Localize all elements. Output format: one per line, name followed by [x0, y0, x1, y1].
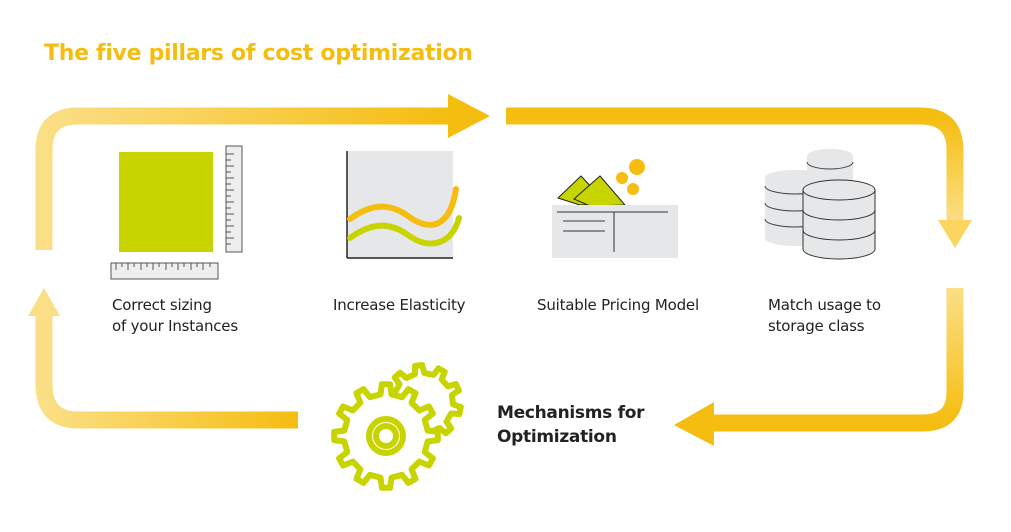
- arrowhead-right-icon: [448, 94, 490, 138]
- gear-front-icon: [331, 381, 441, 491]
- elasticity-chart-icon: [346, 151, 462, 259]
- pillar-label-pricing: Suitable Pricing Model: [537, 295, 699, 316]
- pillar-label-elasticity: Increase Elasticity: [333, 295, 466, 316]
- label-line: Increase Elasticity: [333, 296, 466, 314]
- gears-icon: [331, 362, 464, 491]
- arrow-top-left: [35, 94, 490, 250]
- diagram-title: The five pillars of cost optimization: [44, 41, 473, 66]
- label-line: Suitable Pricing Model: [537, 296, 699, 314]
- pillar-label-correct-sizing: Correct sizing of your Instances: [112, 295, 238, 337]
- arrow-top-right: [506, 107, 972, 248]
- arrow-bottom-left: [28, 288, 298, 429]
- arrowhead-up-icon: [28, 288, 60, 316]
- arrowhead-left-icon: [674, 402, 714, 446]
- label-line: storage class: [768, 317, 865, 335]
- ruler-square-icon: [110, 145, 243, 280]
- label-line: Correct sizing: [112, 296, 212, 314]
- arrow-bottom-right: [674, 288, 964, 446]
- label-line: Optimization: [497, 427, 617, 447]
- arrowhead-down-icon: [938, 220, 972, 248]
- label-line: Mechanisms for: [497, 403, 645, 423]
- pricing-wallet-icon: [552, 159, 678, 258]
- storage-database-icon: [764, 149, 876, 260]
- label-line: of your Instances: [112, 317, 238, 335]
- label-line: Match usage to: [768, 296, 881, 314]
- mechanisms-label: Mechanisms for Optimization: [497, 401, 644, 449]
- pillar-label-storage: Match usage to storage class: [768, 295, 881, 337]
